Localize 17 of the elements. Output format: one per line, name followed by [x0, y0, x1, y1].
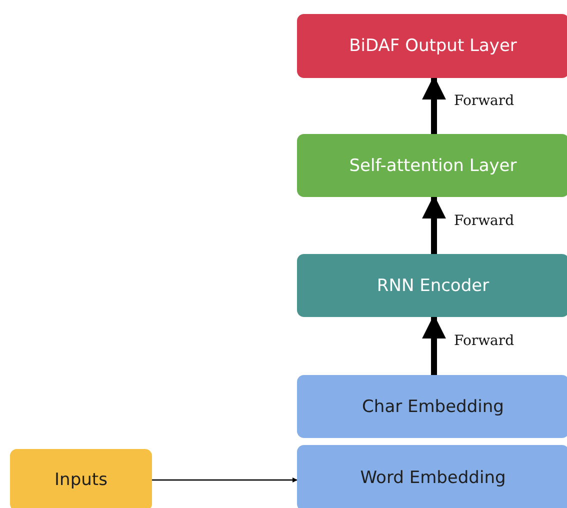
input-box: [10, 449, 152, 508]
output-layer-box: [297, 14, 567, 78]
arrow: [152, 477, 298, 483]
node-label: BiDAF Output Layer: [349, 36, 517, 56]
embedding-box: [297, 375, 567, 438]
node-label: Char Embedding: [362, 396, 504, 416]
node-label: Self-attention Layer: [349, 156, 517, 176]
node-label: RNN Encoder: [376, 276, 490, 296]
arrow: [422, 314, 446, 375]
embedding-box: [297, 445, 567, 508]
attention-layer-box: [297, 134, 567, 197]
encoder-box: [297, 254, 567, 317]
edge-label: Forward: [452, 212, 516, 228]
node-label: Inputs: [54, 470, 108, 490]
arrow: [422, 76, 446, 134]
arrow: [422, 194, 446, 254]
node-label: Word Embedding: [360, 468, 506, 488]
